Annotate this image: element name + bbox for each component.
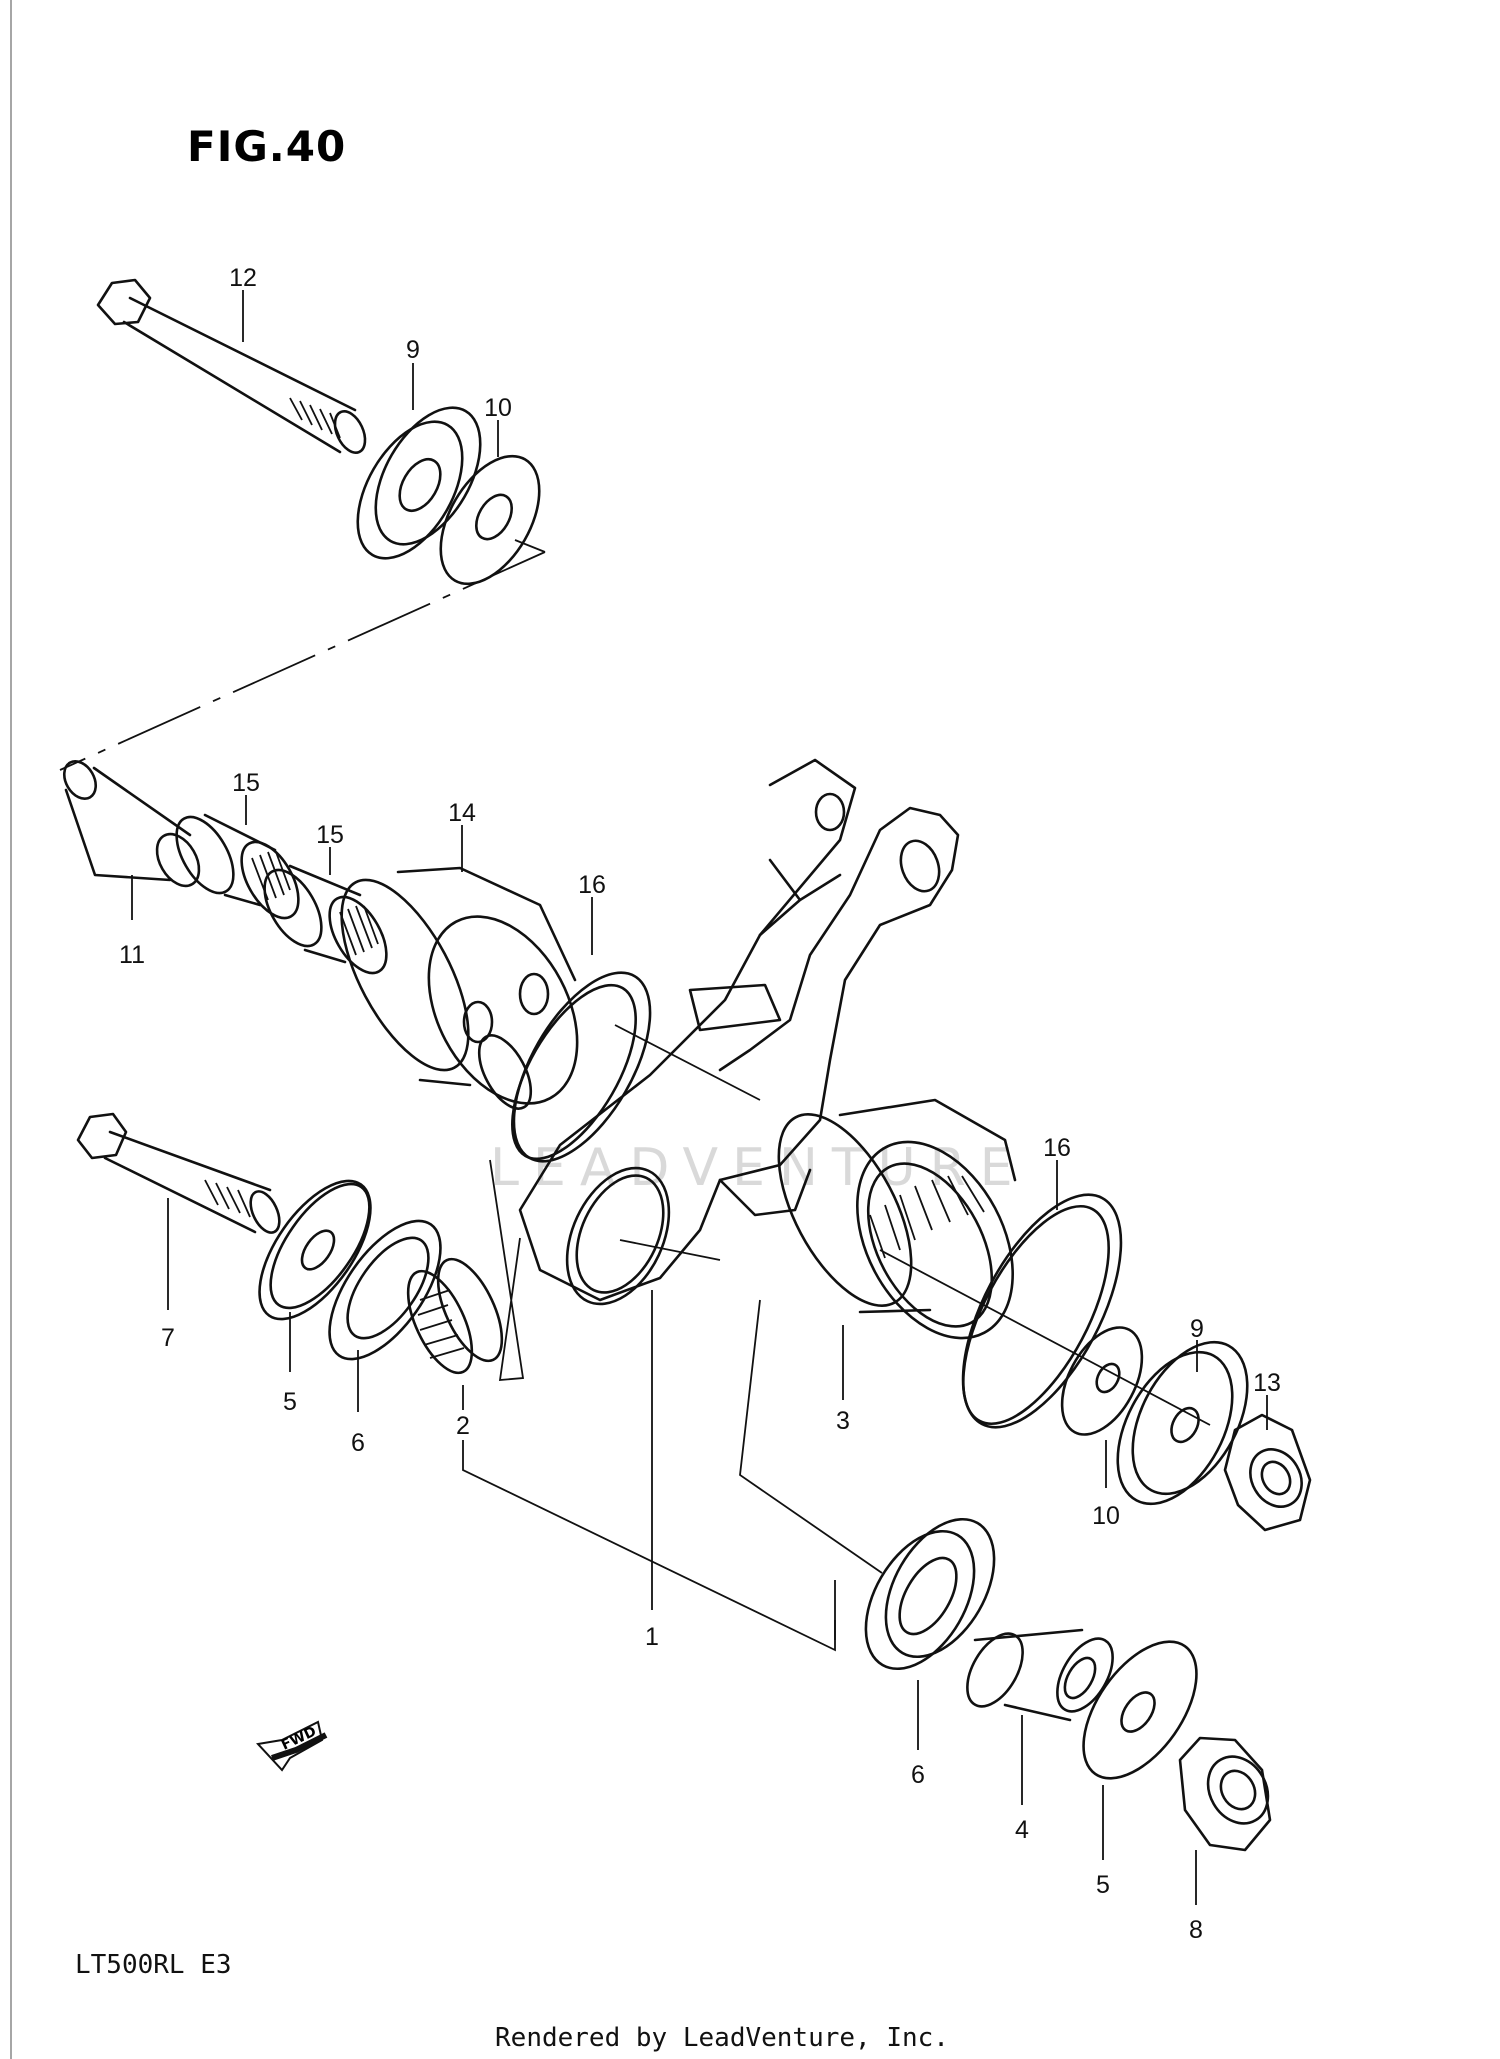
callout-4: 4 — [1015, 1816, 1029, 1844]
callout-16-lower: 16 — [1043, 1134, 1071, 1162]
part-spacer-4 — [966, 1628, 1114, 1722]
part-washer-5-upper — [258, 1179, 372, 1321]
callout-9-lower: 9 — [1190, 1315, 1204, 1343]
callout-5-upper: 5 — [283, 1388, 297, 1416]
callout-7: 7 — [161, 1324, 175, 1352]
callout-6-lower: 6 — [911, 1761, 925, 1789]
callout-8: 8 — [1189, 1916, 1203, 1944]
part-bearing-2 — [406, 1257, 504, 1375]
part-nut-13 — [1223, 1413, 1312, 1532]
part-housing-14 — [340, 866, 579, 1110]
callout-labels: 12 9 10 15 15 14 16 11 16 7 5 6 2 3 9 13… — [119, 264, 1281, 1944]
part-seal-9-upper — [356, 406, 482, 560]
part-bearing-3 — [777, 1098, 1017, 1340]
callout-10-upper: 10 — [484, 394, 512, 422]
callout-9-upper: 9 — [406, 336, 420, 364]
part-nut-8 — [1178, 1736, 1272, 1852]
model-code: LT500RL E3 — [75, 1950, 232, 1980]
part-spacer-11 — [62, 760, 201, 888]
callout-15b: 15 — [316, 821, 344, 849]
callout-5-lower: 5 — [1096, 1871, 1110, 1899]
callout-1: 1 — [645, 1623, 659, 1651]
part-needle-bearing-15b — [263, 864, 388, 975]
part-ring-16-upper — [511, 971, 652, 1163]
part-washer-6-upper — [328, 1219, 442, 1361]
part-washer-5-lower — [1082, 1640, 1198, 1780]
part-ring-16-lower — [961, 1193, 1123, 1429]
bracket-line-bottom — [462, 1440, 836, 1652]
part-seal-9-lower — [1116, 1340, 1249, 1506]
assembly-line-upper — [59, 539, 546, 771]
part-washer-10-lower — [1060, 1326, 1144, 1436]
callout-6-upper: 6 — [351, 1429, 365, 1457]
callout-10-lower: 10 — [1092, 1502, 1120, 1530]
fwd-arrow-icon: FWD — [256, 1720, 328, 1772]
part-bolt-7 — [76, 1112, 281, 1234]
callout-15a: 15 — [232, 769, 260, 797]
callout-2: 2 — [456, 1412, 470, 1440]
render-credit: Rendered by LeadVenture, Inc. — [495, 2023, 949, 2053]
part-cushion-lever-1 — [518, 758, 960, 1306]
part-washer-10-upper — [439, 454, 541, 586]
callout-16-upper: 16 — [578, 871, 606, 899]
bracket-line-center — [489, 1159, 525, 1381]
callout-12: 12 — [229, 264, 257, 292]
callout-11: 11 — [119, 941, 145, 969]
part-seal-6-lower — [864, 1517, 996, 1671]
part-bolt-12 — [96, 278, 367, 454]
callout-13: 13 — [1253, 1369, 1281, 1397]
callout-14: 14 — [448, 799, 476, 827]
leader-lines — [131, 290, 1268, 1905]
bracket-line-right — [739, 1299, 883, 1574]
watermark: LEADVENTURE — [490, 1138, 1027, 1198]
callout-3: 3 — [836, 1407, 850, 1435]
figure-title: FIG.40 — [187, 122, 346, 171]
part-needle-bearing-15a — [175, 813, 300, 920]
axis-line-right — [614, 1024, 1211, 1426]
